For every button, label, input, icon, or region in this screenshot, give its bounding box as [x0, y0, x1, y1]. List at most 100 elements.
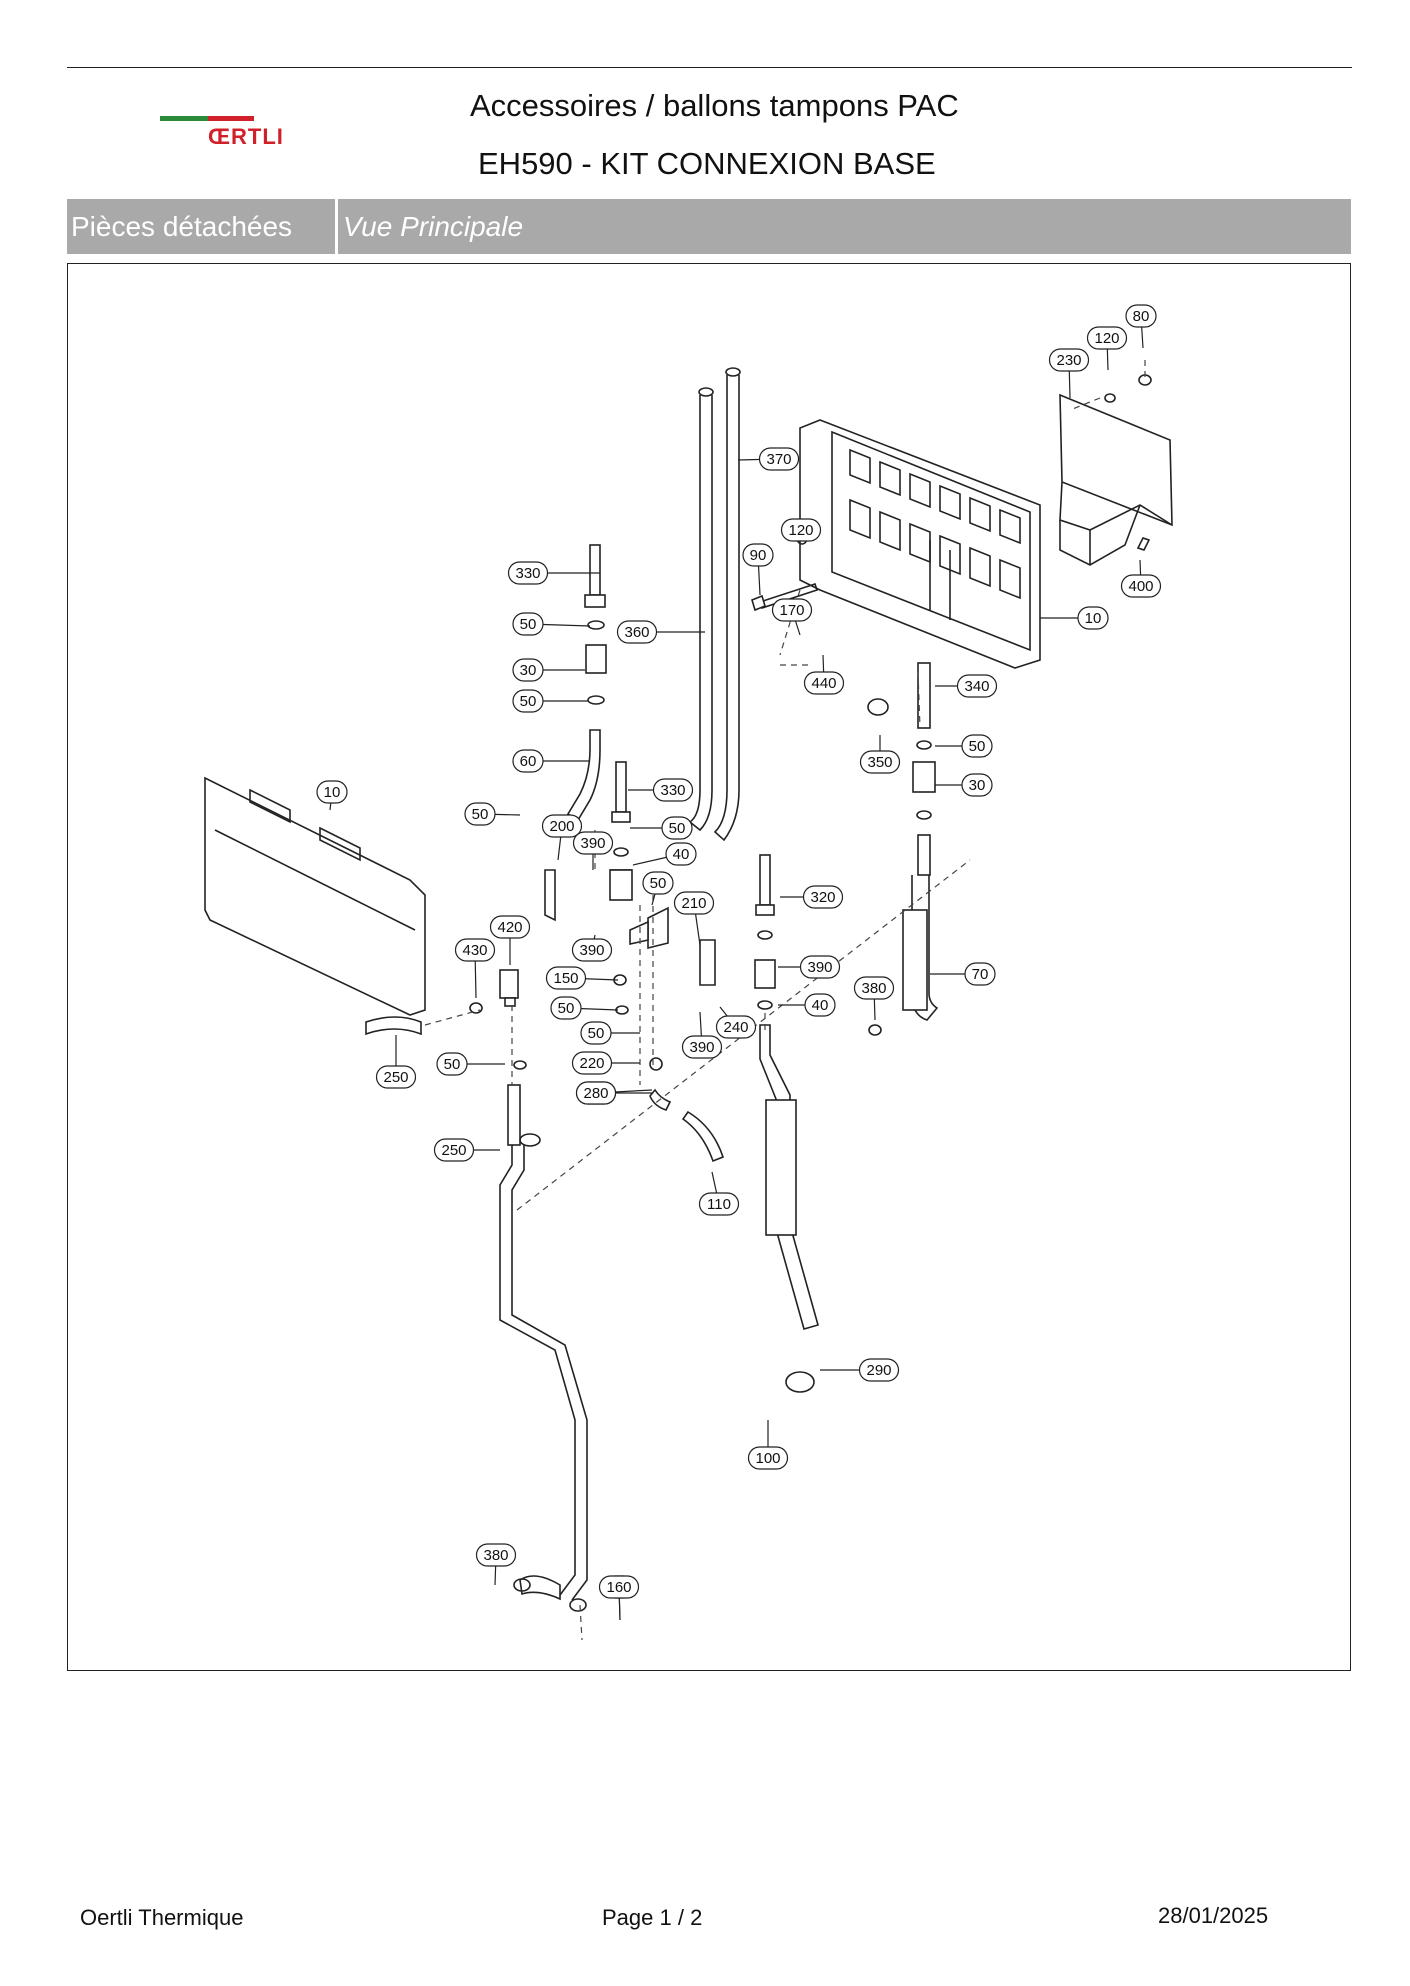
callout-360: 360: [616, 620, 705, 644]
callout-label: 30: [969, 777, 986, 794]
callout-330: 330: [507, 561, 600, 585]
callout-bubble: [433, 1138, 475, 1162]
callout-bubble: [803, 671, 845, 695]
callout-label: 240: [723, 1019, 748, 1036]
callout-label: 400: [1128, 578, 1153, 595]
callout-bubble: [804, 993, 836, 1017]
callout-label: 50: [444, 1056, 461, 1073]
callout-bubble: [681, 1035, 723, 1059]
page-title: Accessoires / ballons tampons PAC: [470, 88, 959, 123]
callout-bubble: [961, 734, 993, 758]
callout-440: 440: [803, 654, 845, 695]
callout-170: 170: [771, 598, 813, 636]
callout-label: 50: [472, 806, 489, 823]
callout-bubble: [616, 620, 658, 644]
hoses: [365, 1016, 724, 1163]
exploded-view-frame: [67, 263, 1351, 1671]
footer-page-number: Page 1 / 2: [602, 1905, 703, 1930]
valve-420: [469, 969, 519, 1014]
callout-label: 40: [673, 846, 690, 863]
callout-bubble: [489, 915, 531, 939]
callout-430: 430: [454, 938, 496, 999]
callout-bubble: [550, 996, 582, 1020]
callout-bubble: [961, 773, 993, 797]
callout-label: 220: [579, 1055, 604, 1072]
callout-label: 420: [497, 919, 522, 936]
callout-label: 50: [669, 820, 686, 837]
callout-bubble: [758, 447, 800, 471]
callout-70: 70: [930, 962, 996, 986]
callout-label: 280: [583, 1085, 608, 1102]
callout-label: 80: [1133, 308, 1150, 325]
callout-390: 390: [681, 1011, 723, 1059]
callout-50: 50: [630, 816, 693, 840]
callout-80: 80: [1125, 304, 1157, 349]
callout-40: 40: [632, 842, 697, 866]
section-label-spare-parts: Pièces détachées: [71, 211, 293, 242]
oertli-logo: ŒRTLI: [158, 114, 308, 154]
callout-bubble: [571, 1051, 613, 1075]
callout-label: 330: [515, 565, 540, 582]
callout-bubble: [375, 1065, 417, 1089]
callout-280: 280: [575, 1081, 653, 1105]
callout-10: 10: [1040, 606, 1109, 630]
callout-label: 350: [867, 754, 892, 771]
callout-label: 250: [383, 1069, 408, 1086]
callout-200: 200: [541, 814, 583, 861]
callout-50: 50: [464, 802, 521, 826]
callout-bubble: [512, 689, 544, 713]
callout-380: 380: [853, 976, 895, 1021]
callout-label: 290: [866, 1362, 891, 1379]
callout-50: 50: [580, 1021, 640, 1045]
callout-bubble: [436, 1052, 468, 1076]
callout-bubble: [541, 814, 583, 838]
callout-label: 230: [1056, 352, 1081, 369]
pipe-110: [499, 1084, 588, 1612]
callout-230: 230: [1048, 348, 1090, 399]
callout-250: 250: [433, 1138, 500, 1162]
callout-label: 160: [606, 1579, 631, 1596]
callout-bubble: [1120, 574, 1162, 598]
footer-date: 28/01/2025: [1158, 1903, 1269, 1928]
callout-90: 90: [742, 543, 774, 596]
callout-240: 240: [715, 1006, 757, 1039]
callout-bubble: [802, 885, 844, 909]
callout-bubble: [575, 1081, 617, 1105]
callout-390: 390: [778, 955, 841, 979]
cover-left: [204, 776, 426, 1016]
pipe-320: [754, 854, 819, 1393]
callout-220: 220: [571, 1051, 640, 1075]
callout-bubble: [580, 1021, 612, 1045]
callout-label: 340: [964, 678, 989, 695]
callout-label: 250: [441, 1142, 466, 1159]
callout-120: 120: [1086, 326, 1128, 371]
callout-370: 370: [737, 447, 800, 471]
callout-bubble: [771, 598, 813, 622]
bracket-230: [1059, 393, 1173, 566]
callout-label: 60: [520, 753, 537, 770]
callout-label: 90: [750, 547, 767, 564]
section-divider: [335, 199, 338, 254]
callout-label: 380: [483, 1547, 508, 1564]
callout-100: 100: [747, 1420, 789, 1470]
callout-label: 120: [1094, 330, 1119, 347]
callout-bubble: [1048, 348, 1090, 372]
top-rule: [67, 67, 1352, 68]
logo-red-bar: [208, 116, 254, 121]
callout-label: 330: [660, 782, 685, 799]
callout-380: 380: [475, 1543, 517, 1586]
callout-330: 330: [628, 778, 694, 802]
callout-60: 60: [512, 749, 590, 773]
callout-bubble: [642, 871, 674, 895]
callout-50: 50: [436, 1052, 505, 1076]
callout-210: 210: [673, 891, 715, 946]
callout-label: 50: [520, 616, 537, 633]
callout-label: 50: [520, 693, 537, 710]
callout-bubble: [464, 802, 496, 826]
footer-company: Oertli Thermique: [80, 1905, 244, 1930]
logo-green-bar: [160, 116, 254, 121]
page-subtitle: EH590 - KIT CONNEXION BASE: [478, 146, 936, 181]
callout-120: 120: [780, 518, 822, 542]
callout-label: 30: [520, 662, 537, 679]
callout-label: 320: [810, 889, 835, 906]
